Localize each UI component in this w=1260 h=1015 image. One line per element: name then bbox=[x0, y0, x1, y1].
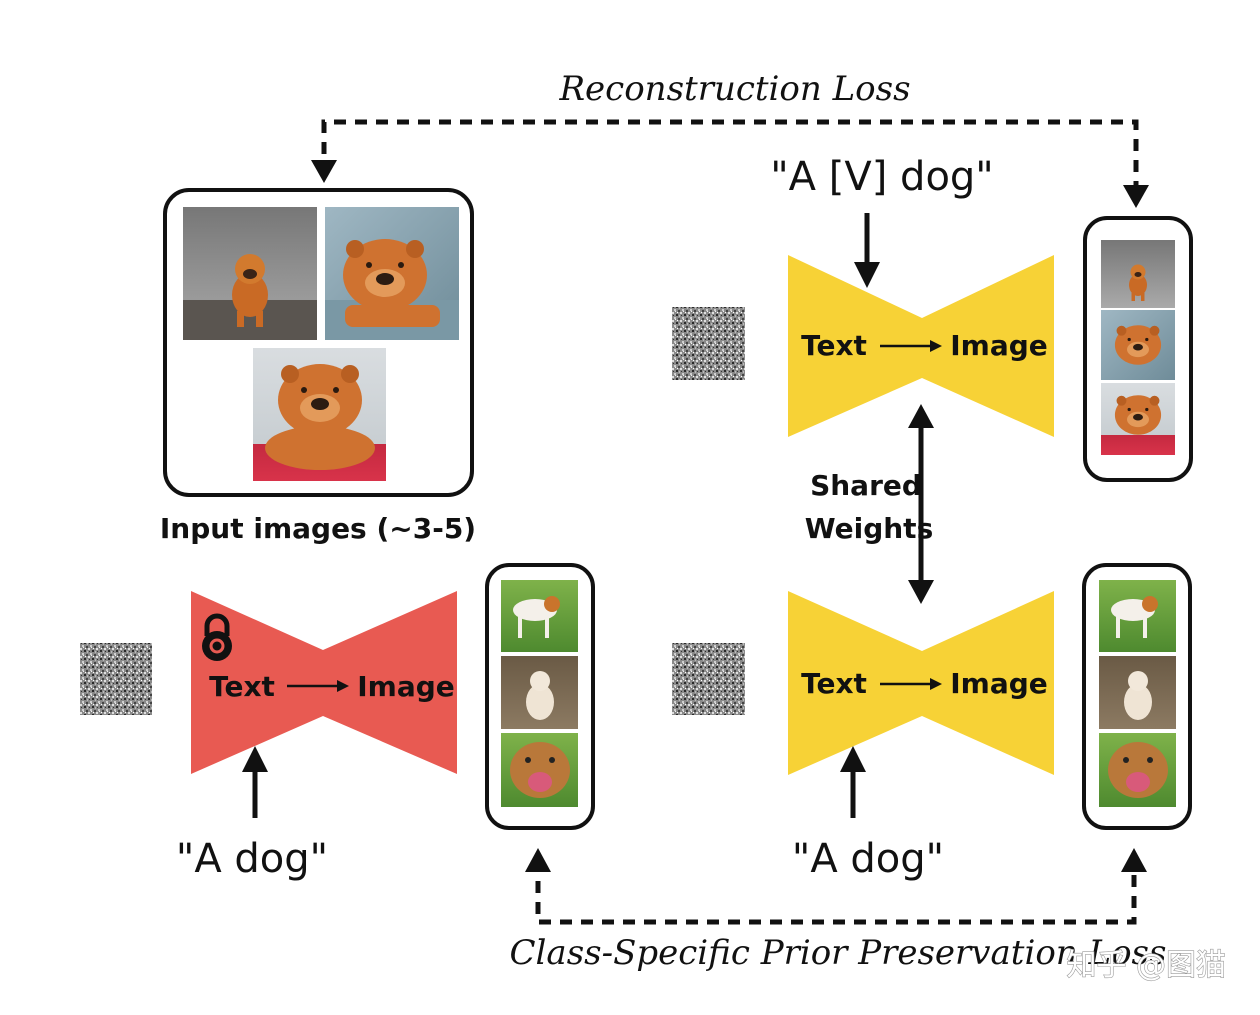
arrow-right-icon bbox=[337, 680, 349, 692]
model-top-finetuned: Text Image bbox=[788, 255, 1054, 437]
noise-image-left bbox=[80, 643, 152, 715]
arrow-right-icon bbox=[930, 340, 942, 352]
input-photo-1 bbox=[183, 207, 317, 340]
model-top-image-label: Image bbox=[950, 329, 1048, 362]
noise-image-top bbox=[672, 307, 745, 380]
lock-icon bbox=[202, 613, 232, 661]
output-strip-top bbox=[1083, 216, 1193, 482]
prompt-class-right: "A dog" bbox=[792, 836, 944, 882]
prior-preservation-loss-path bbox=[525, 848, 1147, 925]
arrowhead-up-icon bbox=[242, 746, 268, 772]
model-bottom-text-label: Text bbox=[801, 667, 867, 700]
output-strip-bottom bbox=[1082, 563, 1192, 830]
input-photo-3 bbox=[253, 348, 386, 481]
arrowhead-up-icon bbox=[840, 746, 866, 772]
model-frozen: Text Image bbox=[191, 591, 457, 774]
shared-weights-label-line1: Shared bbox=[810, 469, 922, 502]
prompt-special-token: "A [V] dog" bbox=[770, 154, 993, 200]
arrowhead-down-icon bbox=[311, 160, 337, 183]
model-bottom-image-label: Image bbox=[950, 667, 1048, 700]
arrow-right-icon bbox=[930, 678, 942, 690]
prompt-class-left: "A dog" bbox=[176, 836, 328, 882]
arrowhead-down-icon bbox=[854, 262, 880, 288]
shared-weights-label-line2: Weights bbox=[805, 512, 934, 545]
arrowhead-down-icon bbox=[908, 580, 934, 604]
input-photo-2 bbox=[325, 207, 459, 340]
model-top-text-label: Text bbox=[801, 329, 867, 362]
arrowhead-up-icon bbox=[525, 848, 551, 872]
arrowhead-down-icon bbox=[1123, 185, 1149, 208]
noise-image-bottom bbox=[672, 643, 745, 715]
arrowhead-up-icon bbox=[1121, 848, 1147, 872]
model-bottom-finetuned: Text Image bbox=[788, 591, 1054, 775]
reconstruction-loss-path bbox=[311, 119, 1149, 208]
prior-preservation-loss-label: Class-Specific Prior Preservation Loss bbox=[510, 933, 1167, 973]
reconstruction-loss-label: Reconstruction Loss bbox=[558, 69, 910, 109]
arrowhead-up-icon bbox=[908, 404, 934, 428]
watermark: 知乎 @图猫 bbox=[1066, 948, 1226, 983]
model-frozen-image-label: Image bbox=[357, 670, 455, 703]
input-images-panel bbox=[163, 188, 474, 497]
model-frozen-text-label: Text bbox=[209, 670, 275, 703]
output-strip-left bbox=[485, 563, 595, 830]
input-images-caption: Input images (~3-5) bbox=[160, 512, 476, 545]
